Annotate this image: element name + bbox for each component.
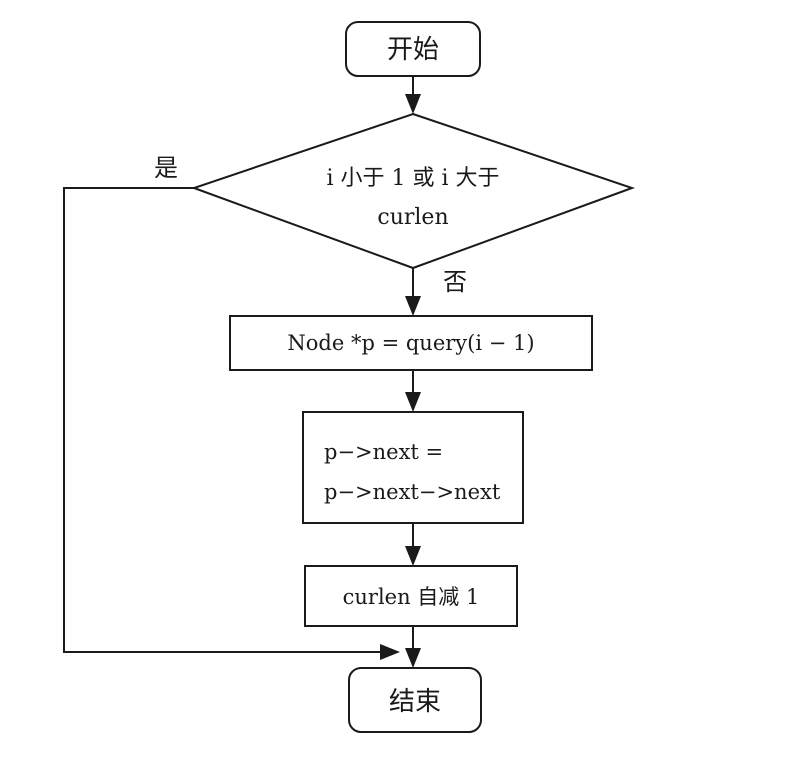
step-decrement-label: curlen 自减 1	[343, 585, 480, 609]
step-decrement-node: curlen 自减 1	[304, 565, 518, 627]
decision-label-line1: i 小于 1 或 i 大于	[326, 166, 499, 191]
edge-step2-to-step3	[405, 523, 421, 566]
edge-start-to-decision	[405, 76, 421, 114]
edge-decision-to-step1	[405, 268, 421, 316]
step-query-node: Node *p = query(i − 1)	[229, 315, 593, 371]
arrowhead-icon	[405, 648, 421, 668]
arrowhead-icon	[405, 296, 421, 316]
arrowhead-icon	[405, 94, 421, 114]
edge-step1-to-step2	[405, 370, 421, 412]
no-branch-label: 否	[443, 268, 467, 296]
arrowhead-icon	[405, 546, 421, 566]
edge-yes-to-end	[63, 187, 400, 660]
decision-label-line2: curlen	[377, 205, 448, 230]
yes-branch-label: 是	[154, 154, 178, 182]
step-query-label: Node *p = query(i − 1)	[287, 331, 534, 355]
arrowhead-icon	[405, 392, 421, 412]
end-label: 结束	[389, 687, 441, 717]
start-node: 开始	[345, 21, 481, 77]
step-relink-node: p−>next = p−>next−>next	[302, 411, 524, 524]
step-relink-line1: p−>next =	[324, 440, 443, 464]
decision-node: i 小于 1 或 i 大于 curlen	[190, 112, 636, 270]
edge-step3-to-end	[405, 626, 421, 668]
end-node: 结束	[348, 667, 482, 733]
arrowhead-icon	[380, 644, 400, 660]
step-relink-line2: p−>next−>next	[324, 480, 501, 504]
start-label: 开始	[387, 35, 439, 65]
